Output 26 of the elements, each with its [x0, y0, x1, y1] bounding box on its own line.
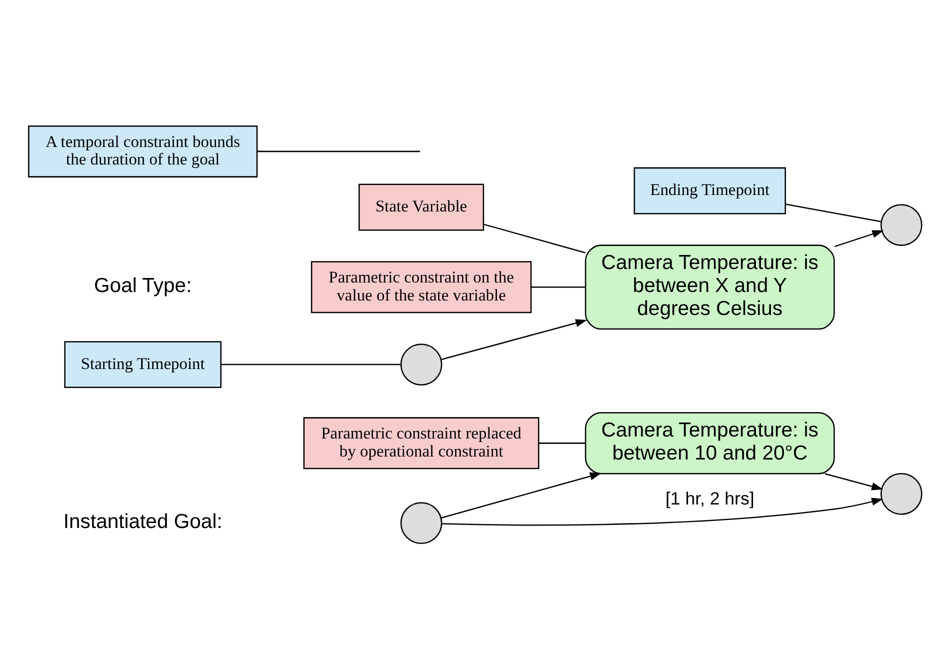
connector — [483, 223, 586, 253]
arrow — [441, 318, 588, 360]
node-box: Ending Timepoint — [634, 166, 786, 214]
connector — [538, 442, 586, 444]
arrow — [834, 230, 884, 247]
node-box: Starting Timepoint — [64, 340, 222, 388]
node-box: Parametric constraint on the value of the state variable — [310, 260, 532, 313]
node-circle — [880, 472, 922, 514]
node-box: State Variable — [358, 183, 484, 230]
arrow — [824, 472, 884, 490]
connector — [257, 150, 420, 152]
node-box: Camera Temperature: is between 10 and 20°C — [584, 412, 835, 474]
arrow — [441, 472, 602, 518]
label: Instantiated Goal: — [63, 510, 222, 532]
edge-label: [1 hr, 2 hrs] — [665, 488, 754, 508]
node-circle — [400, 502, 442, 544]
connector — [220, 363, 401, 365]
node-box: A temporal constraint bounds the duration of the goal — [28, 124, 258, 177]
node-box: Parametric constraint replaced by operational constraint — [303, 416, 540, 469]
connector — [531, 286, 586, 288]
node-box: Camera Temperature: is between X and Y degrees Celsius — [584, 244, 835, 330]
label: Goal Type: — [94, 274, 192, 296]
arrow — [442, 497, 884, 526]
node-circle — [880, 204, 922, 246]
node-circle — [400, 343, 442, 385]
connector — [786, 203, 882, 222]
